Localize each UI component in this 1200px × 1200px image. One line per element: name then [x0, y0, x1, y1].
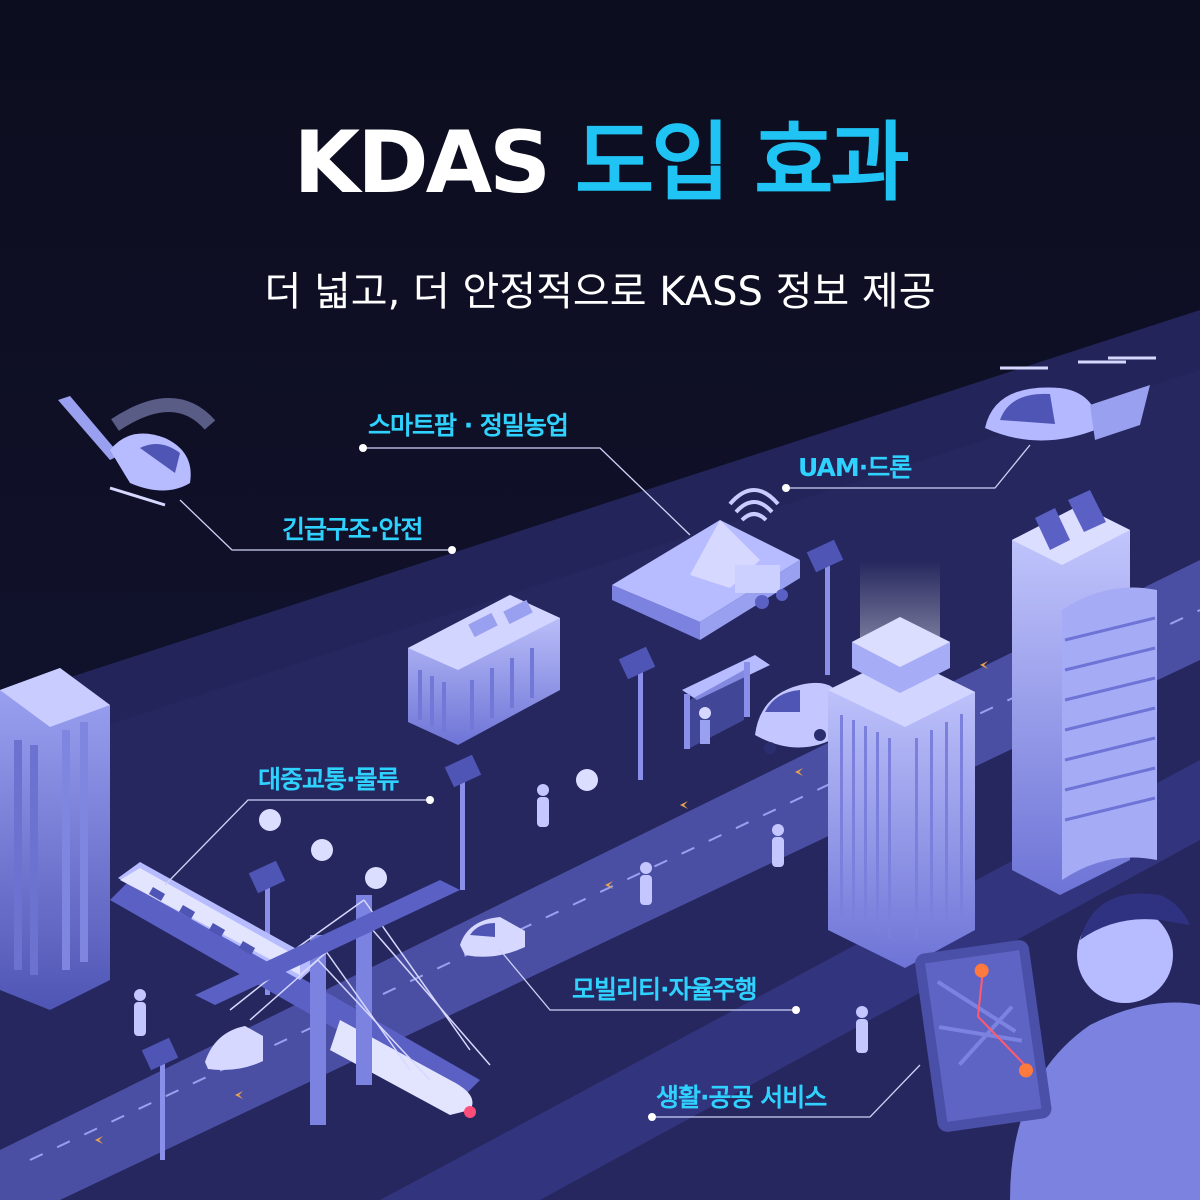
page-subtitle: 더 넓고, 더 안정적으로 KASS 정보 제공: [264, 269, 936, 315]
helicopter: [58, 396, 216, 507]
elevated-train: [110, 862, 480, 1118]
title-kdas: KDAS: [293, 113, 552, 213]
uam-vehicle: [985, 356, 1156, 441]
callout-dots: [359, 444, 800, 1121]
bus-stop: [682, 655, 770, 749]
smart-farm-greenhouse: [612, 488, 800, 640]
office-block: [408, 595, 560, 745]
callout-uam: UAM·드론: [798, 453, 912, 482]
callout-public-service: 생활·공공 서비스: [656, 1083, 827, 1112]
callout-smart-farm: 스마트팜 · 정밀농업: [368, 411, 569, 440]
callout-rescue: 긴급구조·안전: [282, 515, 423, 544]
secondary-road: [380, 760, 1200, 1200]
callout-leaders: [164, 444, 1031, 1118]
title-effect: 도입 효과: [575, 113, 909, 213]
cable-bridge: [195, 880, 491, 1125]
right-tower: [1012, 490, 1157, 895]
person-with-tablet: [915, 893, 1200, 1200]
pedestrians: [134, 784, 868, 1053]
left-tower: [0, 668, 110, 1010]
central-skyscraper: [828, 560, 975, 968]
lamp-posts: [259, 769, 598, 889]
page-title: KDAS 도입 효과: [0, 108, 1200, 218]
cars: [205, 917, 525, 1070]
autonomous-shuttle: [755, 682, 840, 754]
callout-mobility: 모빌리티·자율주행: [572, 975, 757, 1004]
callout-transit: 대중교통·물류: [258, 765, 399, 794]
